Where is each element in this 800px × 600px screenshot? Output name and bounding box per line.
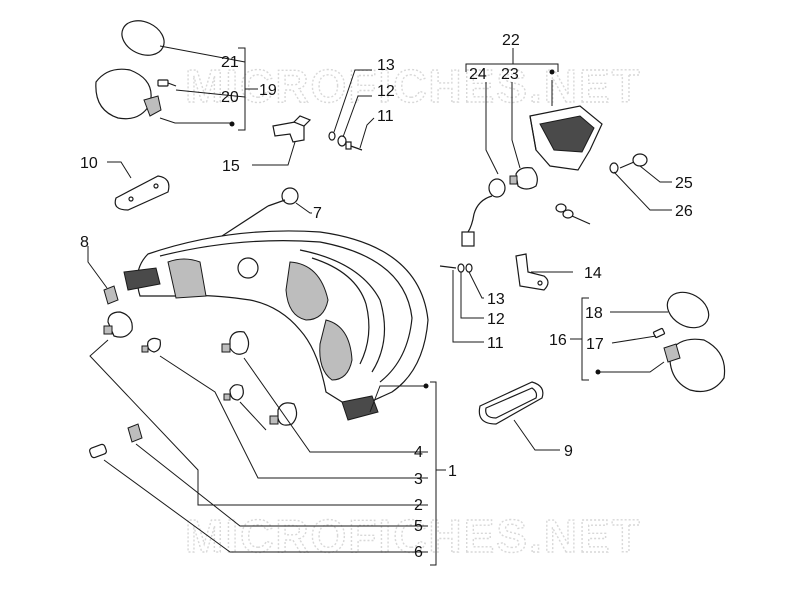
label-26: 26 xyxy=(675,203,693,220)
label-11-mid: 11 xyxy=(487,335,504,352)
label-9: 9 xyxy=(564,443,573,460)
label-23: 23 xyxy=(501,66,519,83)
label-2: 2 xyxy=(414,497,423,514)
label-16: 16 xyxy=(549,332,567,349)
label-13-mid: 13 xyxy=(487,291,505,308)
fasteners-11-12-13-top xyxy=(328,131,363,151)
label-3: 3 xyxy=(414,471,423,488)
turn-signal-lens-21 xyxy=(121,20,165,56)
turn-signal-lens-18 xyxy=(666,291,710,329)
screw-25 xyxy=(609,153,672,211)
label-12-mid: 12 xyxy=(487,311,505,328)
label-4: 4 xyxy=(414,444,423,461)
label-20: 20 xyxy=(221,89,239,106)
leaders-22-23-24 xyxy=(465,48,559,175)
label-14: 14 xyxy=(584,265,602,282)
label-19: 19 xyxy=(259,82,277,99)
label-7: 7 xyxy=(313,205,322,222)
label-13-top: 13 xyxy=(377,57,395,74)
label-1: 1 xyxy=(448,463,457,480)
bulb-4 xyxy=(221,331,250,355)
label-11-top: 11 xyxy=(377,108,394,125)
label-15: 15 xyxy=(222,158,240,175)
bulb-6 xyxy=(89,443,107,459)
tail-light-housing xyxy=(123,205,429,421)
watermark-bottom: MICROFICHES.NET xyxy=(185,510,642,562)
wire-socket-24 xyxy=(461,178,506,247)
turn-signal-body-right xyxy=(663,338,726,393)
leaders-16-17-18 xyxy=(570,297,668,381)
label-21: 21 xyxy=(221,54,239,71)
bulb-leaders xyxy=(89,339,446,566)
bulb-23 xyxy=(509,167,538,190)
label-22: 22 xyxy=(502,32,520,49)
label-12-top: 12 xyxy=(377,83,395,100)
clip-8 xyxy=(87,246,119,305)
label-17: 17 xyxy=(586,336,604,353)
leaders-11-12-13-15-top xyxy=(252,69,375,166)
fasteners-11-12-13-mid xyxy=(439,263,473,273)
label-18: 18 xyxy=(585,305,603,322)
bracket-15 xyxy=(272,115,312,143)
label-8: 8 xyxy=(80,234,89,251)
label-5: 5 xyxy=(414,518,423,535)
reflector-9 xyxy=(478,381,560,451)
bracket-14 xyxy=(515,253,549,291)
label-6: 6 xyxy=(414,544,423,561)
bulb-2 xyxy=(103,311,133,338)
fastener-set-center xyxy=(555,203,591,225)
socket-5 xyxy=(127,423,143,443)
turn-signal-body-left xyxy=(95,68,162,120)
label-10: 10 xyxy=(80,155,98,172)
leaders-19-20-21 xyxy=(159,45,258,131)
bulb-3 xyxy=(223,384,244,401)
leaders-11-12-13-14-mid xyxy=(452,270,573,343)
bulb-4-large xyxy=(269,402,298,426)
label-24: 24 xyxy=(469,66,487,83)
screw-7 xyxy=(267,187,312,214)
watermark-top: MICROFICHES.NET xyxy=(185,60,642,112)
reflector-10 xyxy=(107,161,170,211)
screw-17 xyxy=(652,327,666,339)
license-light-housing xyxy=(529,105,603,171)
bulb-3-small xyxy=(141,337,161,353)
screw-20 xyxy=(157,79,177,87)
label-25: 25 xyxy=(675,175,693,192)
